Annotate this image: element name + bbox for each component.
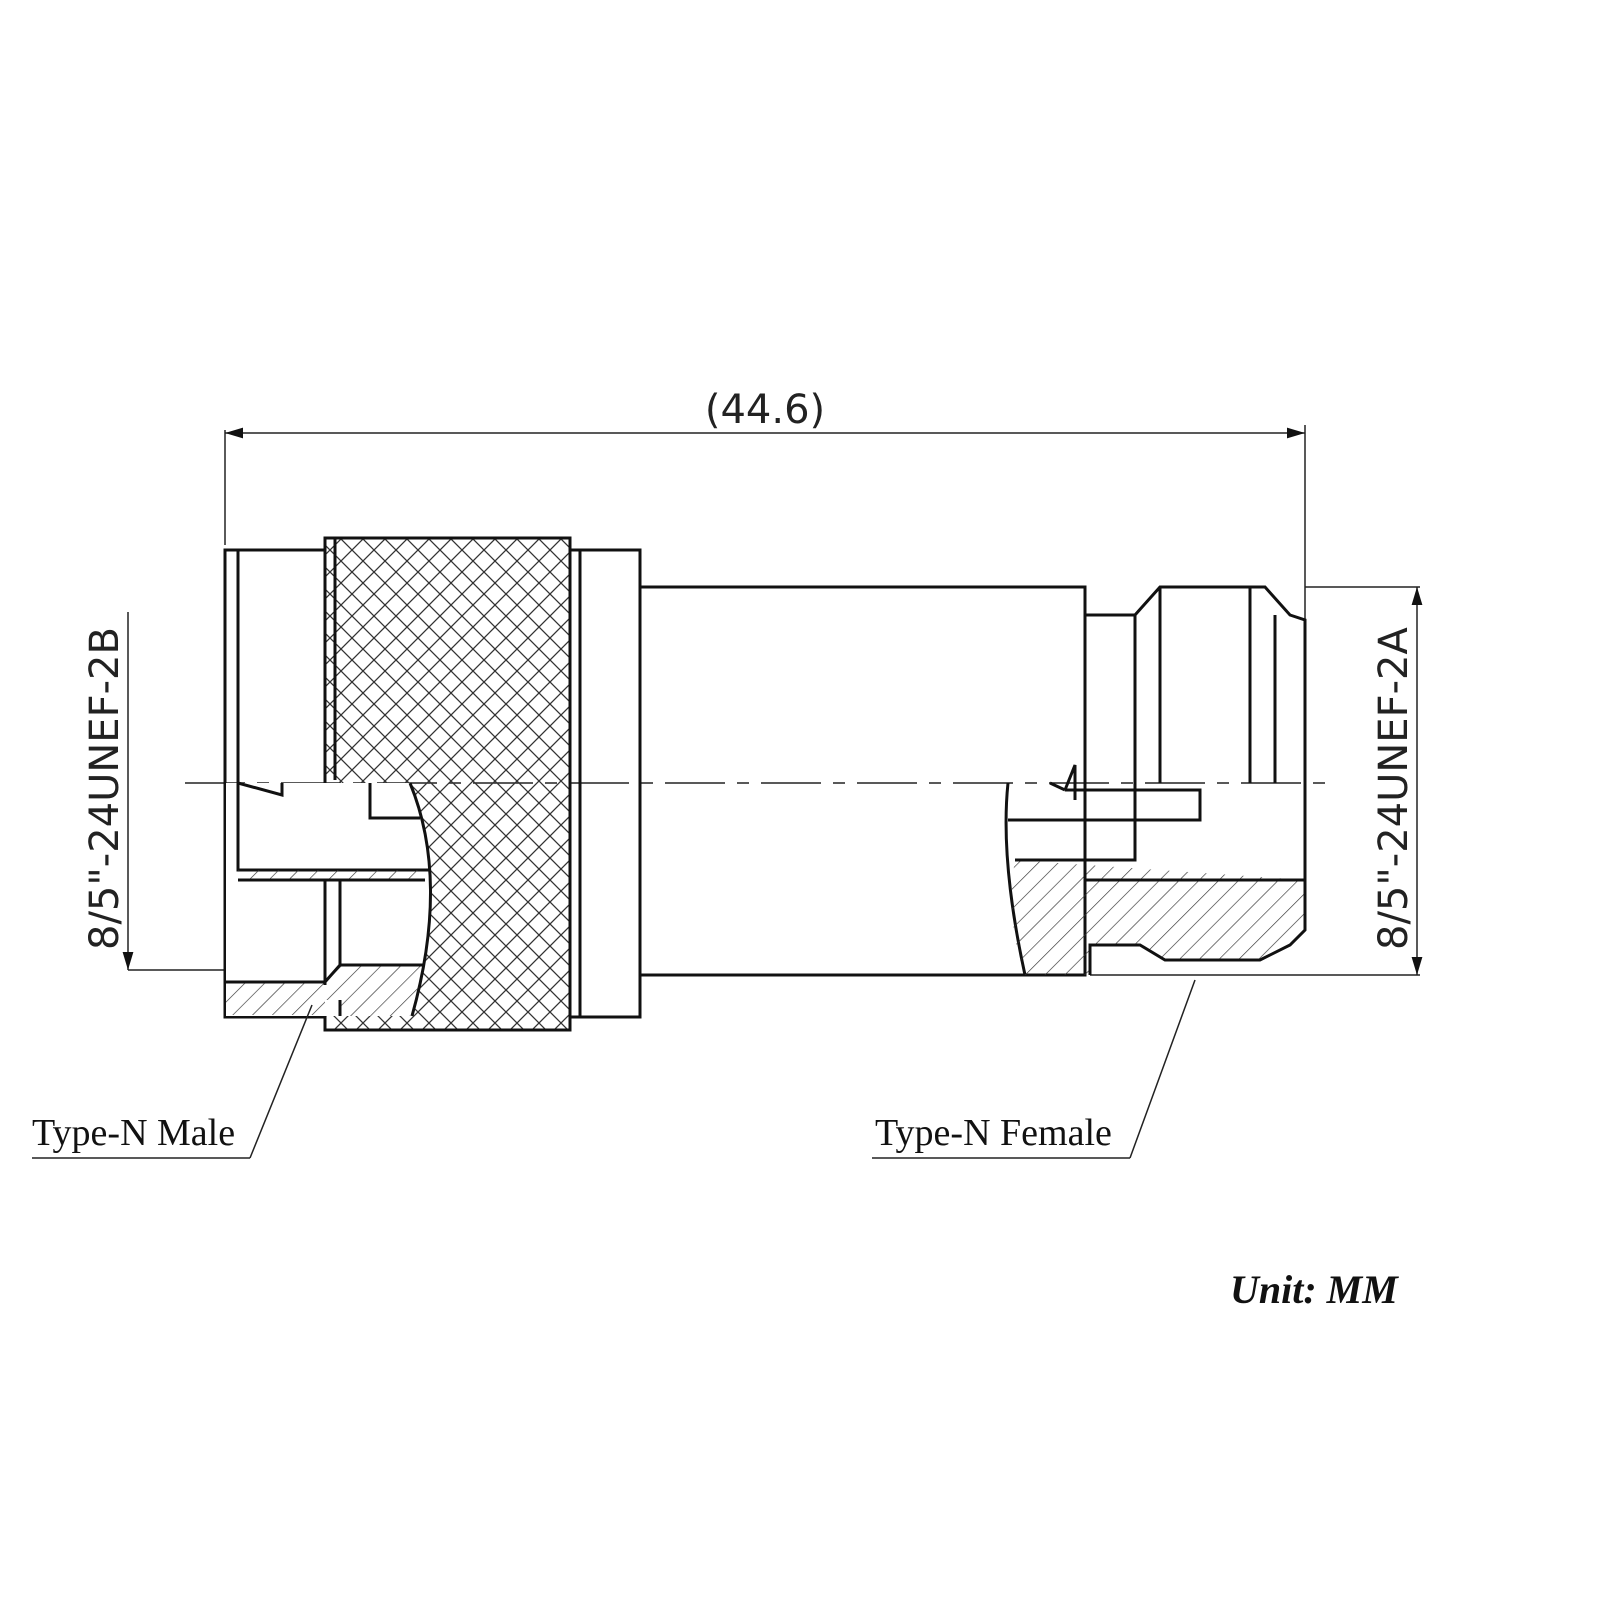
male-label: Type-N Male [32,1112,235,1154]
female-leader [872,979,1196,1159]
unit-label: Unit: MM [1230,1267,1399,1312]
overall-length-label: (44.6) [705,387,825,433]
male-connector [223,536,642,1032]
overall-length-dimension: (44.6) [224,387,1306,620]
female-label: Type-N Female [875,1112,1112,1154]
male-thread-label: 8/5"-24UNEF-2B [82,627,128,950]
female-connector [1011,585,1307,975]
male-thread-dimension: 8/5"-24UNEF-2B [82,612,225,971]
male-leader [32,1004,313,1159]
female-thread-dimension: 8/5"-24UNEF-2A [1090,586,1423,976]
female-thread-label: 8/5"-24UNEF-2A [1371,627,1417,950]
